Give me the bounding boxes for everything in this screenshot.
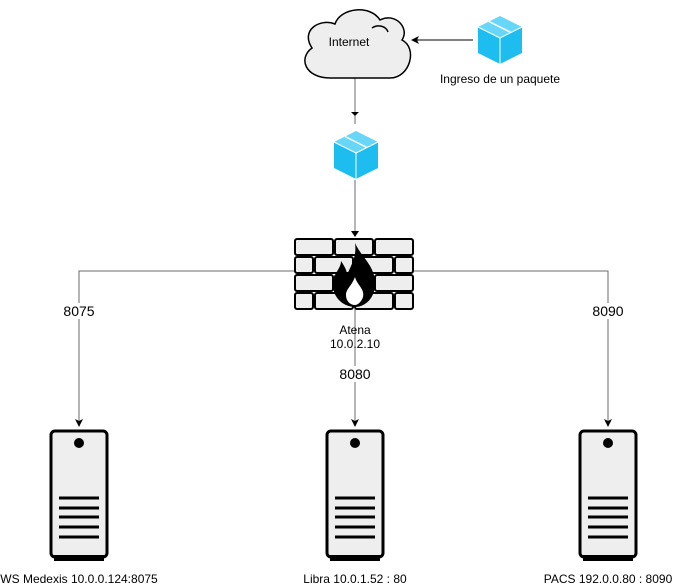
firewall-ip-label: 10.0.2.10 [330, 337, 380, 351]
port-label-libra: 8080 [339, 366, 370, 382]
server-label-libra: Libra 10.0.1.52 : 80 [303, 572, 407, 586]
internet-label: Internet [329, 35, 370, 49]
server-libra[interactable] [325, 429, 385, 561]
server-ws-medexis[interactable] [49, 429, 109, 561]
incoming-package-label: Ingreso de un paquete [440, 72, 560, 86]
package-icon [333, 131, 379, 179]
port-label-ws-medexis: 8075 [63, 303, 94, 319]
internet-cloud-icon [304, 9, 412, 79]
firewall-icon [294, 238, 414, 310]
server-label-pacs: PACS 192.0.0.80 : 8090 [544, 572, 673, 586]
server-pacs[interactable] [578, 429, 638, 561]
edge-firewall-to-ws-medexis [78, 270, 294, 424]
edge-firewall-to-pacs [414, 270, 609, 424]
firewall-name-label: Atena [339, 323, 371, 337]
port-label-pacs: 8090 [592, 303, 623, 319]
server-label-ws-medexis: WS Medexis 10.0.0.124:8075 [0, 572, 158, 586]
incoming-package-icon [477, 16, 523, 64]
flame-icon [333, 243, 376, 307]
